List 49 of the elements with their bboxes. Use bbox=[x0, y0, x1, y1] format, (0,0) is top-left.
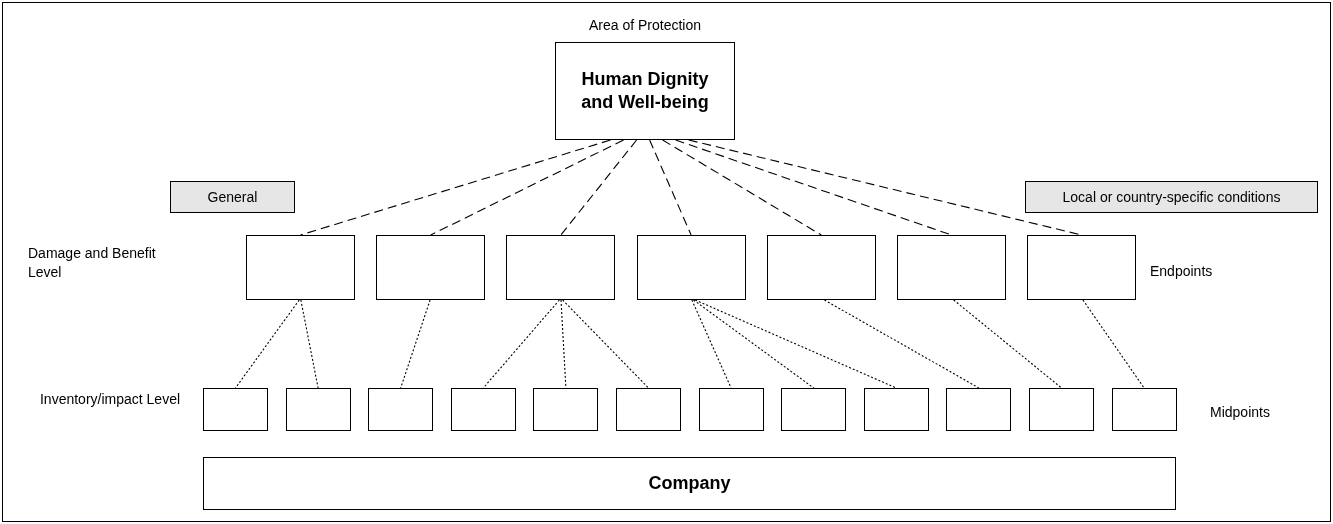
empty-box bbox=[368, 388, 434, 431]
empty-box bbox=[781, 388, 847, 431]
dotted-connector bbox=[400, 299, 431, 389]
level-label: Damage and Benefit Level bbox=[28, 244, 157, 282]
dashed-connector bbox=[299, 139, 612, 236]
empty-box bbox=[897, 235, 1006, 300]
dashed-connector bbox=[430, 139, 625, 236]
node-text: Human Dignity and Well-being bbox=[580, 67, 710, 114]
dotted-connector bbox=[823, 299, 980, 389]
company-bar bbox=[203, 457, 1176, 510]
level-label: Inventory/impact Level bbox=[38, 390, 182, 409]
protection-area-box bbox=[555, 42, 735, 140]
heading-label: Area of Protection bbox=[587, 16, 703, 35]
dashed-connector bbox=[662, 139, 822, 236]
dotted-connector bbox=[482, 299, 560, 389]
empty-box bbox=[946, 388, 1012, 431]
dotted-connector bbox=[694, 299, 897, 389]
dotted-connector bbox=[300, 299, 319, 389]
empty-box bbox=[616, 388, 681, 431]
dotted-connector bbox=[1082, 299, 1145, 389]
level-label: Midpoints bbox=[1210, 403, 1271, 422]
condition-tag bbox=[170, 181, 295, 213]
empty-box bbox=[203, 388, 268, 431]
level-label: Endpoints bbox=[1150, 262, 1214, 281]
dotted-connector bbox=[234, 299, 300, 389]
empty-box bbox=[533, 388, 599, 431]
empty-box bbox=[1111, 388, 1177, 431]
dotted-connector bbox=[693, 299, 815, 389]
dotted-connector bbox=[691, 299, 732, 389]
empty-box bbox=[766, 235, 876, 300]
empty-box bbox=[506, 235, 616, 300]
dashed-connector bbox=[560, 139, 638, 236]
empty-box bbox=[376, 235, 486, 300]
empty-box bbox=[246, 235, 355, 300]
dashed-connector bbox=[649, 139, 692, 236]
empty-box bbox=[636, 235, 746, 300]
condition-tag bbox=[1025, 181, 1318, 213]
empty-box bbox=[698, 388, 764, 431]
empty-box bbox=[450, 388, 516, 431]
dotted-connector bbox=[562, 299, 650, 389]
empty-box bbox=[1029, 388, 1094, 431]
node-text: General bbox=[206, 189, 259, 205]
dotted-connector bbox=[560, 299, 567, 389]
empty-box bbox=[1027, 235, 1137, 300]
empty-box bbox=[863, 388, 929, 431]
dotted-connector bbox=[953, 299, 1063, 389]
node-text: Local or country-specific conditions bbox=[1061, 189, 1282, 205]
empty-box bbox=[285, 388, 351, 431]
node-text: Company bbox=[647, 473, 732, 494]
